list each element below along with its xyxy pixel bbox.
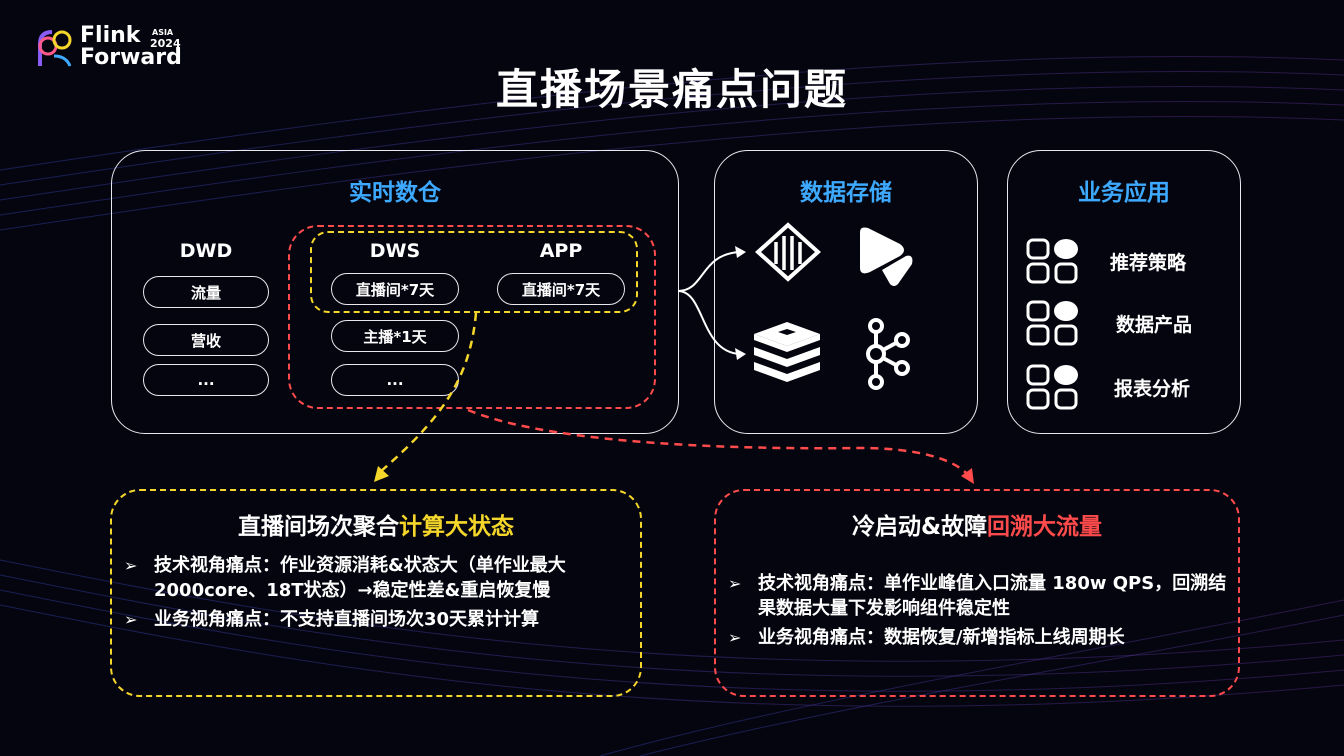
dwd-item-more: ... — [143, 364, 269, 396]
arrow-head — [735, 348, 746, 360]
pain-left-bullets: ➢ 技术视角痛点：作业资源消耗&状态大（单作业最大2000core、18T状态）→… — [124, 553, 630, 636]
list-item: ➢ 业务视角痛点：不支持直播间场次30天累计计算 — [124, 607, 630, 632]
dws-header: DWS — [369, 240, 421, 262]
bullet-text: 业务视角痛点：不支持直播间场次30天累计计算 — [154, 609, 540, 630]
dwd-item-revenue: 营收 — [143, 324, 269, 356]
paimon-icon — [860, 227, 913, 286]
logo-brand-line1: Flink — [80, 23, 141, 48]
pain-left-title-highlight: 计算大状态 — [399, 514, 514, 540]
dws-item-room-7d: 直播间*7天 — [331, 273, 459, 305]
app-item-room-7d: 直播间*7天 — [497, 273, 625, 305]
pain-right-title: 冷启动&故障回溯大流量 — [716, 507, 1238, 541]
warehouse-title: 实时数仓 — [349, 180, 441, 206]
arrow-bullet-icon: ➢ — [124, 610, 138, 629]
pain-right-title-prefix: 冷启动&故障 — [851, 514, 988, 540]
business-item-recommend: 推荐策略 — [1026, 238, 1186, 284]
business-item-label: 报表分析 — [1114, 377, 1191, 400]
business-item-label: 数据产品 — [1116, 313, 1193, 336]
pain-box-large-state: 直播间场次聚合计算大状态 ➢ 技术视角痛点：作业资源消耗&状态大（单作业最大200… — [110, 489, 642, 697]
logo-year: 2024 — [150, 37, 181, 50]
kafka-icon — [866, 318, 910, 390]
yellow-arrow-head — [374, 466, 389, 482]
hudi-icon — [755, 222, 821, 282]
business-item-data-product: 数据产品 — [1026, 300, 1192, 346]
logo-region: ASIA — [152, 28, 174, 37]
dwd-header: DWD — [179, 240, 233, 262]
business-title: 业务应用 — [1078, 180, 1170, 206]
pain-right-bullets: ➢ 技术视角痛点：单作业峰值入口流量 180w QPS，回溯结果数据大量下发影响组… — [728, 571, 1228, 654]
page-title: 直播场景痛点问题 — [495, 65, 848, 114]
app-grid-icon — [1026, 300, 1078, 346]
list-item: ➢ 业务视角痛点：数据恢复/新增指标上线周期长 — [728, 625, 1228, 650]
app-grid-icon — [1026, 238, 1078, 284]
pain-left-title: 直播间场次聚合计算大状态 — [112, 507, 640, 541]
bullet-text: 技术视角痛点：单作业峰值入口流量 180w QPS，回溯结果数据大量下发影响组件… — [758, 573, 1227, 619]
flink-logo-icon — [38, 30, 72, 67]
logo-brand-line2: Forward — [80, 45, 182, 70]
dwd-item-traffic: 流量 — [143, 276, 269, 308]
redis-icon — [754, 322, 820, 382]
pain-box-backfill-traffic: 冷启动&故障回溯大流量 ➢ 技术视角痛点：单作业峰值入口流量 180w QPS，回… — [714, 489, 1240, 697]
arrow-head — [735, 246, 746, 258]
arrow-bullet-icon: ➢ — [728, 628, 742, 647]
bullet-text: 业务视角痛点：数据恢复/新增指标上线周期长 — [758, 627, 1125, 648]
business-item-label: 推荐策略 — [1110, 251, 1187, 274]
list-item: ➢ 技术视角痛点：单作业峰值入口流量 180w QPS，回溯结果数据大量下发影响组… — [728, 571, 1228, 621]
pain-left-title-prefix: 直播间场次聚合 — [238, 514, 399, 540]
business-app-panel: 业务应用 — [1007, 150, 1241, 434]
arrow-bullet-icon: ➢ — [124, 556, 138, 575]
bullet-text: 技术视角痛点：作业资源消耗&状态大（单作业最大2000core、18T状态）→稳… — [154, 555, 566, 601]
app-header: APP — [539, 240, 583, 262]
data-storage-panel: 数据存储 — [714, 150, 978, 434]
dws-item-more: ... — [331, 364, 459, 396]
storage-title: 数据存储 — [800, 180, 892, 206]
business-item-report: 报表分析 — [1026, 364, 1190, 410]
list-item: ➢ 技术视角痛点：作业资源消耗&状态大（单作业最大2000core、18T状态）→… — [124, 553, 630, 603]
red-highlight-box — [288, 225, 656, 409]
red-arrow-head — [961, 468, 974, 484]
arrow-bullet-icon: ➢ — [728, 574, 742, 593]
pain-right-title-highlight: 回溯大流量 — [987, 514, 1103, 540]
flink-forward-logo: Flink Forward ASIA 2024 — [32, 23, 212, 74]
app-grid-icon — [1026, 364, 1078, 410]
yellow-highlight-box — [310, 231, 638, 313]
dws-item-anchor-1d: 主播*1天 — [331, 320, 459, 352]
